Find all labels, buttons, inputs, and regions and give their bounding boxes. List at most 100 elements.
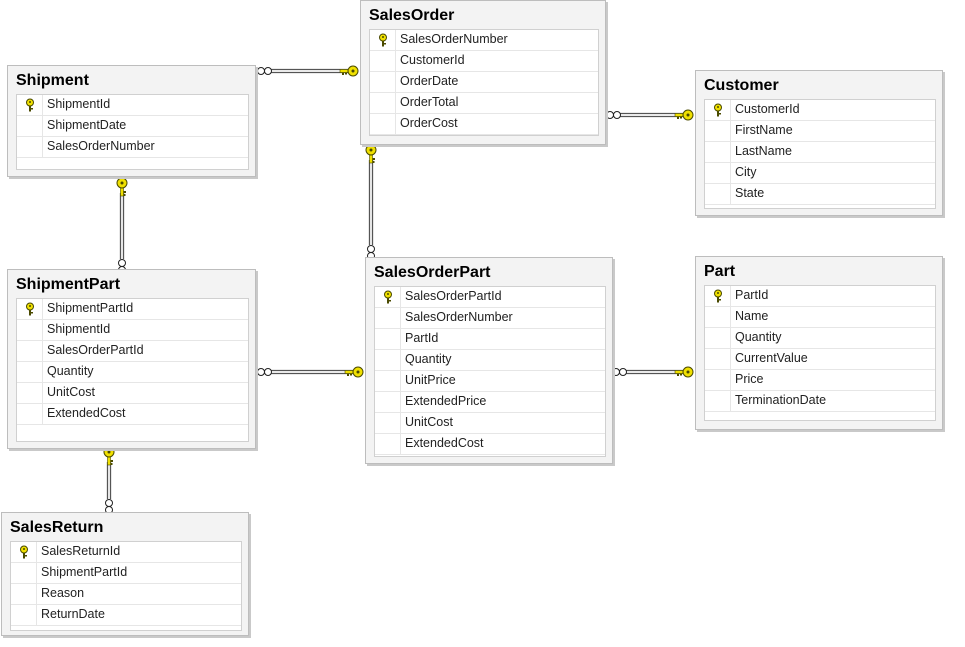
column-row[interactable]: ExtendedCost [375,434,605,455]
relationship-one-end-key-icon [344,366,364,378]
row-key-cell [705,286,731,306]
column-row[interactable]: ShipmentPartId [17,299,248,320]
row-key-cell [17,320,43,340]
relationship-one-end-key-icon [339,65,359,77]
column-name: Quantity [405,352,452,366]
relationship-many-end-infinity-icon [612,368,627,376]
column-row[interactable]: LastName [705,142,935,163]
column-row[interactable]: UnitCost [17,383,248,404]
column-name: LastName [735,144,792,158]
column-name: ReturnDate [41,607,105,621]
column-row[interactable]: ExtendedCost [17,404,248,425]
column-row[interactable]: SalesOrderPartId [17,341,248,362]
relationship-shipment-to-shipmentpart [116,177,128,274]
column-row[interactable]: ShipmentId [17,95,248,116]
column-row[interactable]: ShipmentDate [17,116,248,137]
row-key-cell [375,434,401,454]
column-row[interactable]: SalesOrderPartId [375,287,605,308]
relationship-many-end-infinity-icon [257,368,272,376]
column-name: UnitCost [47,385,95,399]
column-row[interactable]: SalesOrderNumber [17,137,248,158]
column-name: UnitCost [405,415,453,429]
row-key-cell [375,350,401,370]
row-key-cell [370,72,396,92]
column-row[interactable]: Quantity [705,328,935,349]
column-row[interactable]: Quantity [17,362,248,383]
column-row[interactable]: SalesReturnId [11,542,241,563]
column-row[interactable]: CustomerId [370,51,598,72]
column-row[interactable]: Quantity [375,350,605,371]
row-key-cell [375,392,401,412]
column-name: ShipmentPartId [47,301,134,315]
column-row[interactable]: OrderTotal [370,93,598,114]
row-key-cell [705,349,731,369]
row-key-cell [370,51,396,71]
relationship-one-end-key-icon [116,177,128,197]
column-row[interactable]: OrderDate [370,72,598,93]
column-name: PartId [405,331,439,345]
row-key-cell [17,137,43,157]
column-row[interactable]: PartId [375,329,605,350]
column-name: State [735,186,765,200]
row-key-cell [17,362,43,382]
column-name: Name [735,309,769,323]
column-row[interactable]: Reason [11,584,241,605]
column-name: ShipmentId [47,97,111,111]
column-row[interactable]: State [705,184,935,205]
row-key-cell [705,121,731,141]
column-row[interactable]: FirstName [705,121,935,142]
column-name: City [735,165,757,179]
column-row[interactable]: SalesOrderNumber [375,308,605,329]
column-row[interactable]: OrderCost [370,114,598,135]
column-name: SalesOrderNumber [400,32,508,46]
column-name: SalesOrderNumber [405,310,513,324]
column-name: ExtendedCost [405,436,484,450]
column-row[interactable]: City [705,163,935,184]
column-row[interactable]: SalesOrderNumber [370,30,598,51]
column-row[interactable]: CustomerId [705,100,935,121]
row-key-cell [17,383,43,403]
relationship-one-end-key-icon [674,109,694,121]
primary-key-icon [714,103,722,117]
column-row[interactable]: Name [705,307,935,328]
row-key-cell [11,584,37,604]
column-name: ShipmentId [47,322,111,336]
column-row[interactable]: PartId [705,286,935,307]
column-row[interactable]: UnitPrice [375,371,605,392]
column-row[interactable]: ShipmentId [17,320,248,341]
column-name: SalesReturnId [41,544,121,558]
relationship-shipmentpart-to-salesorderpart [257,366,364,378]
primary-key-icon [20,545,28,559]
column-row[interactable]: UnitCost [375,413,605,434]
table-title: Part [704,263,736,280]
column-name: SalesOrderPartId [47,343,144,357]
column-row[interactable]: CurrentValue [705,349,935,370]
table-title: SalesOrderPart [374,264,491,281]
table-title: SalesOrder [369,7,455,24]
column-row[interactable]: TerminationDate [705,391,935,412]
row-key-cell [705,307,731,327]
column-row[interactable]: ReturnDate [11,605,241,626]
column-name: Quantity [47,364,94,378]
column-row[interactable]: ShipmentPartId [11,563,241,584]
column-name: FirstName [735,123,793,137]
column-row[interactable]: ExtendedPrice [375,392,605,413]
row-key-cell [11,563,37,583]
column-row[interactable]: Price [705,370,935,391]
relationship-one-end-key-icon [365,144,377,164]
column-name: OrderDate [400,74,459,88]
row-key-cell [17,341,43,361]
